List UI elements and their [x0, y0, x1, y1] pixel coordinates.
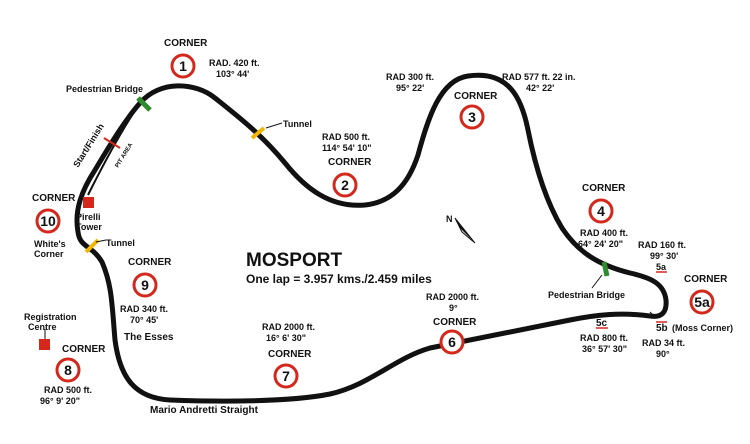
map-subtitle: One lap = 3.957 kms./2.459 miles — [246, 272, 432, 286]
corner-4-badge — [588, 198, 614, 224]
corner-6-badge — [439, 329, 465, 355]
corner-7-radius: RAD 2000 ft. — [262, 322, 315, 332]
registration-line-1: Registration — [24, 312, 77, 322]
corner-6-radius: RAD 2000 ft. — [426, 292, 479, 302]
corner-4-number: 4 — [597, 203, 605, 219]
corner-8-radius: RAD 500 ft. — [44, 385, 92, 395]
corner-10-word: CORNER — [32, 193, 76, 204]
corner-5c-angle: 36° 57' 30" — [582, 344, 627, 354]
corner-9-radius: RAD 340 ft. — [120, 304, 168, 314]
pirelli-tower — [83, 197, 94, 208]
corner-8-number: 8 — [64, 362, 72, 378]
corner-8-badge — [55, 357, 81, 383]
corner-5-word: CORNER — [684, 274, 728, 285]
corner-6-number: 6 — [448, 334, 456, 350]
corner-1-radius: RAD. 420 ft. — [209, 58, 260, 68]
corner-9-badge — [132, 272, 158, 298]
corner-5-number: 5a — [694, 294, 710, 310]
corner-5b-angle: 90° — [656, 349, 670, 359]
whites-corner-line-2: Corner — [34, 249, 64, 259]
whites-corner-line-1: White's — [34, 239, 66, 249]
tunnel-marker-1 — [250, 126, 266, 140]
pit-lane — [87, 102, 141, 196]
pirelli-tower-line-2: Tower — [76, 222, 102, 232]
corner-7-number: 7 — [282, 368, 290, 384]
corner-1-angle: 103° 44' — [216, 69, 249, 79]
tunnel-label-2: Tunnel — [106, 238, 135, 248]
corner-5a-label: 5a — [656, 262, 667, 272]
corner-5b-name: (Moss Corner) — [672, 323, 733, 333]
the-esses-label: The Esses — [124, 332, 174, 343]
corner-5a-radius: RAD 160 ft. — [638, 240, 686, 250]
corner-9-word: CORNER — [128, 257, 172, 268]
corner-5-badge — [689, 289, 715, 315]
corner-1-number: 1 — [179, 58, 187, 74]
registration-line-2: Centre — [28, 322, 57, 332]
race-track — [74, 72, 669, 404]
pirelli-tower-line-1: Pirelli — [76, 212, 101, 222]
corner-5c-label: 5c — [596, 318, 608, 329]
corner-3-radius: RAD 300 ft. — [386, 72, 434, 82]
corner-5b-label: 5b — [656, 323, 668, 334]
corner-5a-angle: 99° 30' — [650, 251, 678, 261]
corner-3b-angle: 42° 22' — [526, 83, 554, 93]
corner-4-word: CORNER — [582, 183, 626, 194]
corner-2-radius: RAD 500 ft. — [322, 132, 370, 142]
corner-10-badge — [35, 208, 61, 234]
pedestrian-bridge-marker-1 — [136, 96, 152, 112]
corner-2-angle: 114° 54' 10" — [322, 143, 372, 153]
corner-2-number: 2 — [341, 177, 349, 193]
corner-3b-radius: RAD 577 ft. 22 in. — [502, 72, 576, 82]
corner-3-angle: 95° 22' — [396, 83, 424, 93]
tunnel-label-1: Tunnel — [283, 119, 312, 129]
start-finish-line — [103, 137, 121, 149]
corner-6-word: CORNER — [433, 317, 477, 328]
corner-2-badge — [332, 172, 358, 198]
corner-3-number: 3 — [468, 109, 476, 125]
corner-9-angle: 70° 45' — [130, 315, 158, 325]
map-title: MOSPORT — [246, 250, 342, 271]
registration-centre — [39, 339, 50, 350]
compass-north-arrow-icon: N — [446, 214, 476, 244]
corner-5c-radius: RAD 800 ft. — [580, 333, 628, 343]
corner-6-angle: 9° — [449, 303, 458, 313]
pedestrian-bridge-label-1: Pedestrian Bridge — [66, 84, 143, 94]
pedestrian-bridge-label-2: Pedestrian Bridge — [548, 290, 625, 300]
pedestrian-bridge-marker-2 — [601, 261, 610, 277]
corner-8-angle: 96° 9' 20" — [40, 396, 80, 406]
corner-1-word: CORNER — [164, 38, 208, 49]
corner-4-angle: 64° 24' 20" — [578, 239, 623, 249]
corner-4-radius: RAD 400 ft. — [580, 228, 628, 238]
corner-7-angle: 16° 6' 30" — [266, 333, 306, 343]
corner-1-badge — [170, 53, 196, 79]
mario-andretti-straight-label: Mario Andretti Straight — [150, 405, 259, 416]
corner-3-badge — [459, 104, 485, 130]
corner-8-word: CORNER — [62, 344, 106, 355]
corner-7-badge — [273, 363, 299, 389]
corner-10-number: 10 — [40, 213, 56, 229]
compass-label: N — [446, 214, 453, 224]
corner-3-word: CORNER — [454, 91, 498, 102]
corner-2-word: CORNER — [328, 157, 372, 168]
corner-9-number: 9 — [141, 277, 149, 293]
corner-7-word: CORNER — [268, 349, 312, 360]
corner-5b-radius: RAD 34 ft. — [642, 338, 685, 348]
